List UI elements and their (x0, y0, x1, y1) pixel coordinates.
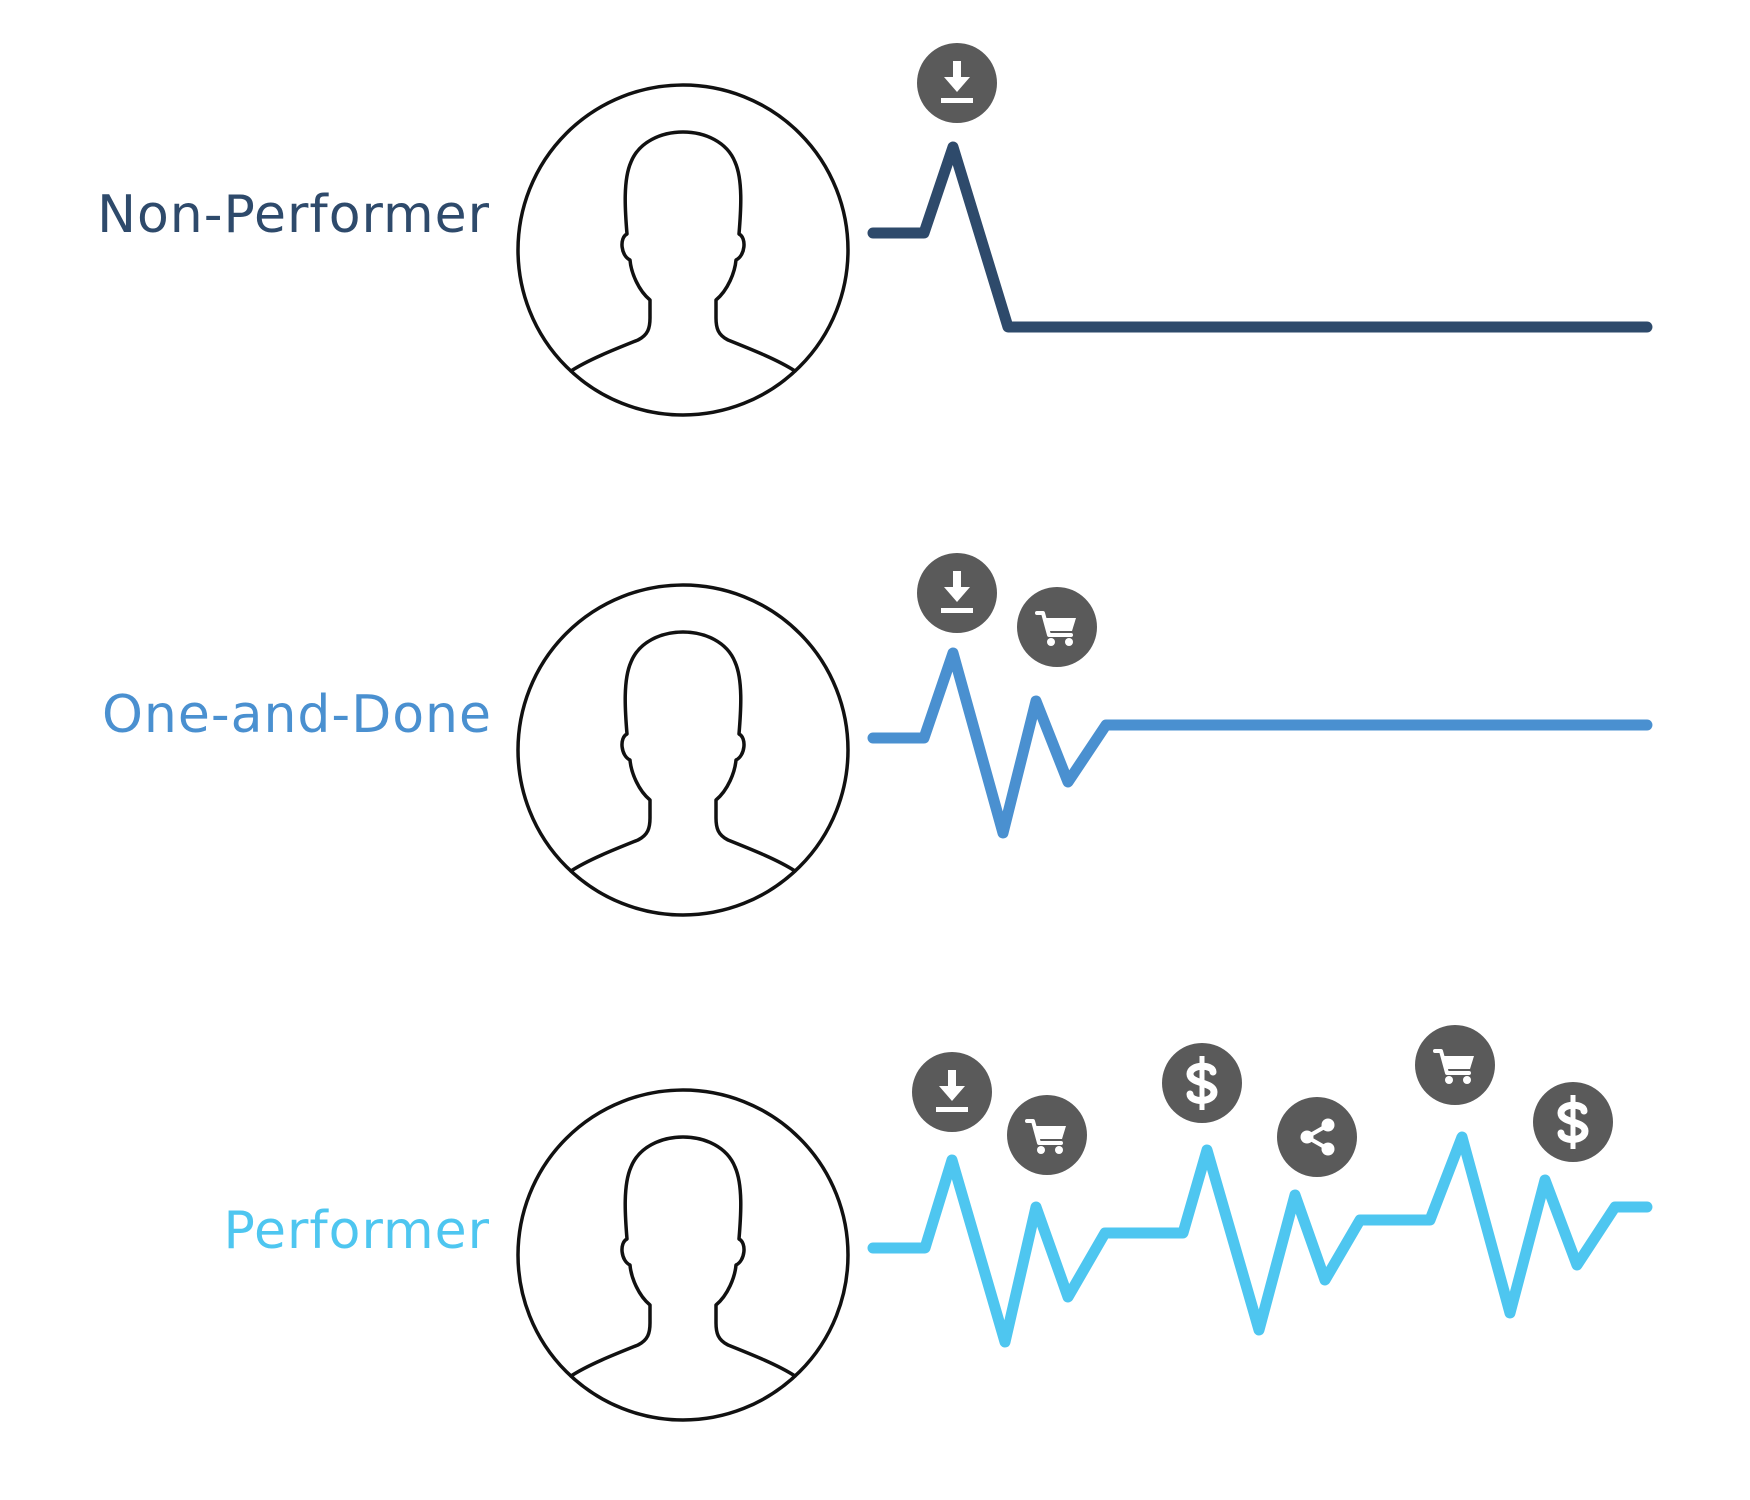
download-icon (912, 1052, 992, 1132)
label-non-performer: Non-Performer (97, 185, 490, 245)
avatar (516, 83, 850, 417)
avatar (516, 1088, 850, 1422)
cart-icon (1415, 1025, 1495, 1105)
label-performer: Performer (224, 1201, 491, 1261)
activity-line (867, 647, 1653, 839)
row-non-performer: Non-Performer (97, 43, 1653, 417)
dollar-icon (1162, 1043, 1242, 1123)
row-one-and-done: One-and-Done (102, 553, 1653, 917)
share-icon (1277, 1097, 1357, 1177)
label-one-and-done: One-and-Done (102, 685, 492, 745)
avatar (516, 583, 850, 917)
download-icon (917, 43, 997, 123)
row-performer: Performer (224, 1025, 1653, 1422)
activity-line (867, 1131, 1653, 1348)
dollar-icon (1533, 1082, 1613, 1162)
activity-line (867, 141, 1653, 333)
cart-icon (1017, 587, 1097, 667)
download-icon (917, 553, 997, 633)
cart-icon (1007, 1095, 1087, 1175)
